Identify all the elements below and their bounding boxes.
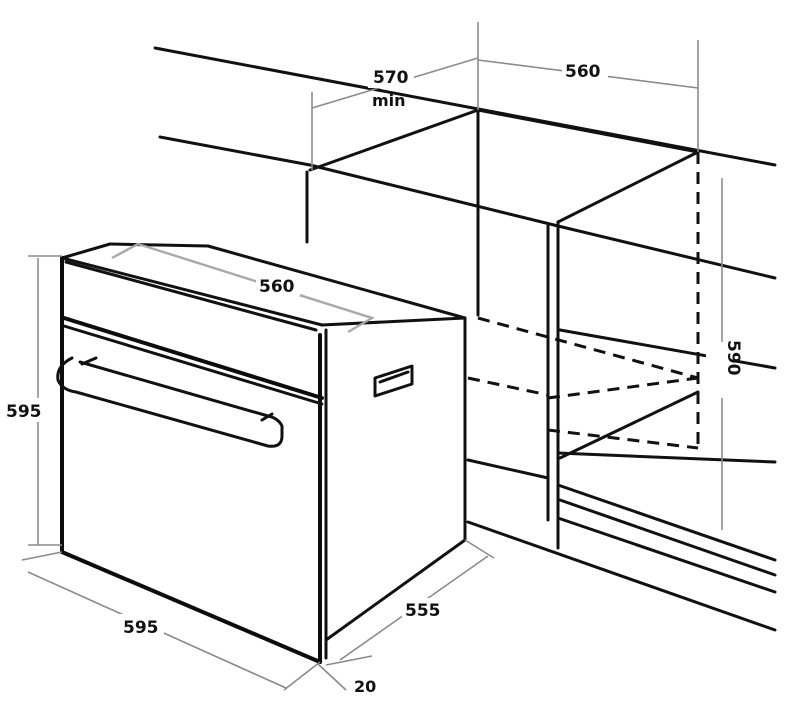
side-vent-inner (378, 370, 410, 384)
hidden-floor-diagonal (547, 376, 699, 400)
extline-front-width-left (21, 551, 63, 561)
hidden-rear-edge (477, 316, 699, 380)
handle-mount-left (80, 356, 98, 366)
niche-floor-back (466, 458, 550, 480)
extline-oven-depth-back (464, 539, 495, 559)
label-oven-depth: 555 (405, 601, 441, 621)
niche-top-back-edge (476, 108, 700, 154)
label-oven-front-width: 595 (123, 618, 159, 638)
niche-floor-right (556, 451, 777, 464)
dimline-front-thickness (325, 655, 373, 666)
extline-front-thickness (317, 663, 347, 691)
hidden-floor-left (467, 376, 549, 397)
niche-top-right-edge (556, 150, 700, 224)
handle-mount-right (260, 412, 274, 422)
worktop-front-edge-left (158, 135, 312, 167)
base-front-edge (466, 520, 777, 632)
base-shelf-edge-c (556, 516, 777, 594)
worktop-front-edge-right (556, 224, 777, 280)
oven-front-bottom-edge (60, 550, 322, 664)
oven-front-top-edge (60, 256, 324, 327)
door-top-edge (62, 324, 324, 406)
niche-floor-diagonal (558, 390, 700, 460)
control-panel-bottom (62, 316, 324, 400)
label-cabinet-depth-qualifier: min (372, 91, 406, 110)
label-cabinet-width: 560 (565, 62, 601, 82)
base-shelf-edge-a (556, 483, 777, 562)
door-handle (56, 356, 284, 448)
label-oven-top-width: 560 (259, 277, 295, 297)
oven-top-back-left (108, 242, 210, 248)
dimension-labels: 570 min 560 590 560 595 595 555 20 (4, 58, 743, 696)
niche-shelf-line (558, 328, 777, 370)
oven-top-back-edge (206, 244, 467, 320)
dimline-oven-top-width (111, 242, 375, 334)
control-panel-top (64, 260, 318, 332)
extline-front-width-right (283, 661, 321, 691)
side-vent-slot (373, 364, 414, 398)
oven-side-bottom-edge (324, 538, 467, 642)
oven-top-left-edge (60, 242, 112, 260)
oven-top-right-edge (320, 316, 467, 327)
label-cabinet-depth: 570 (373, 68, 409, 88)
hidden-floor-right (547, 428, 699, 450)
cabinet-structure (153, 46, 777, 632)
base-shelf-edge-b (558, 498, 777, 577)
niche-top-left-edge (308, 108, 480, 172)
label-oven-height: 595 (6, 402, 42, 422)
label-front-thickness: 20 (354, 677, 376, 696)
label-cabinet-height: 590 (723, 340, 743, 376)
worktop-front-edge-mid (308, 163, 560, 228)
